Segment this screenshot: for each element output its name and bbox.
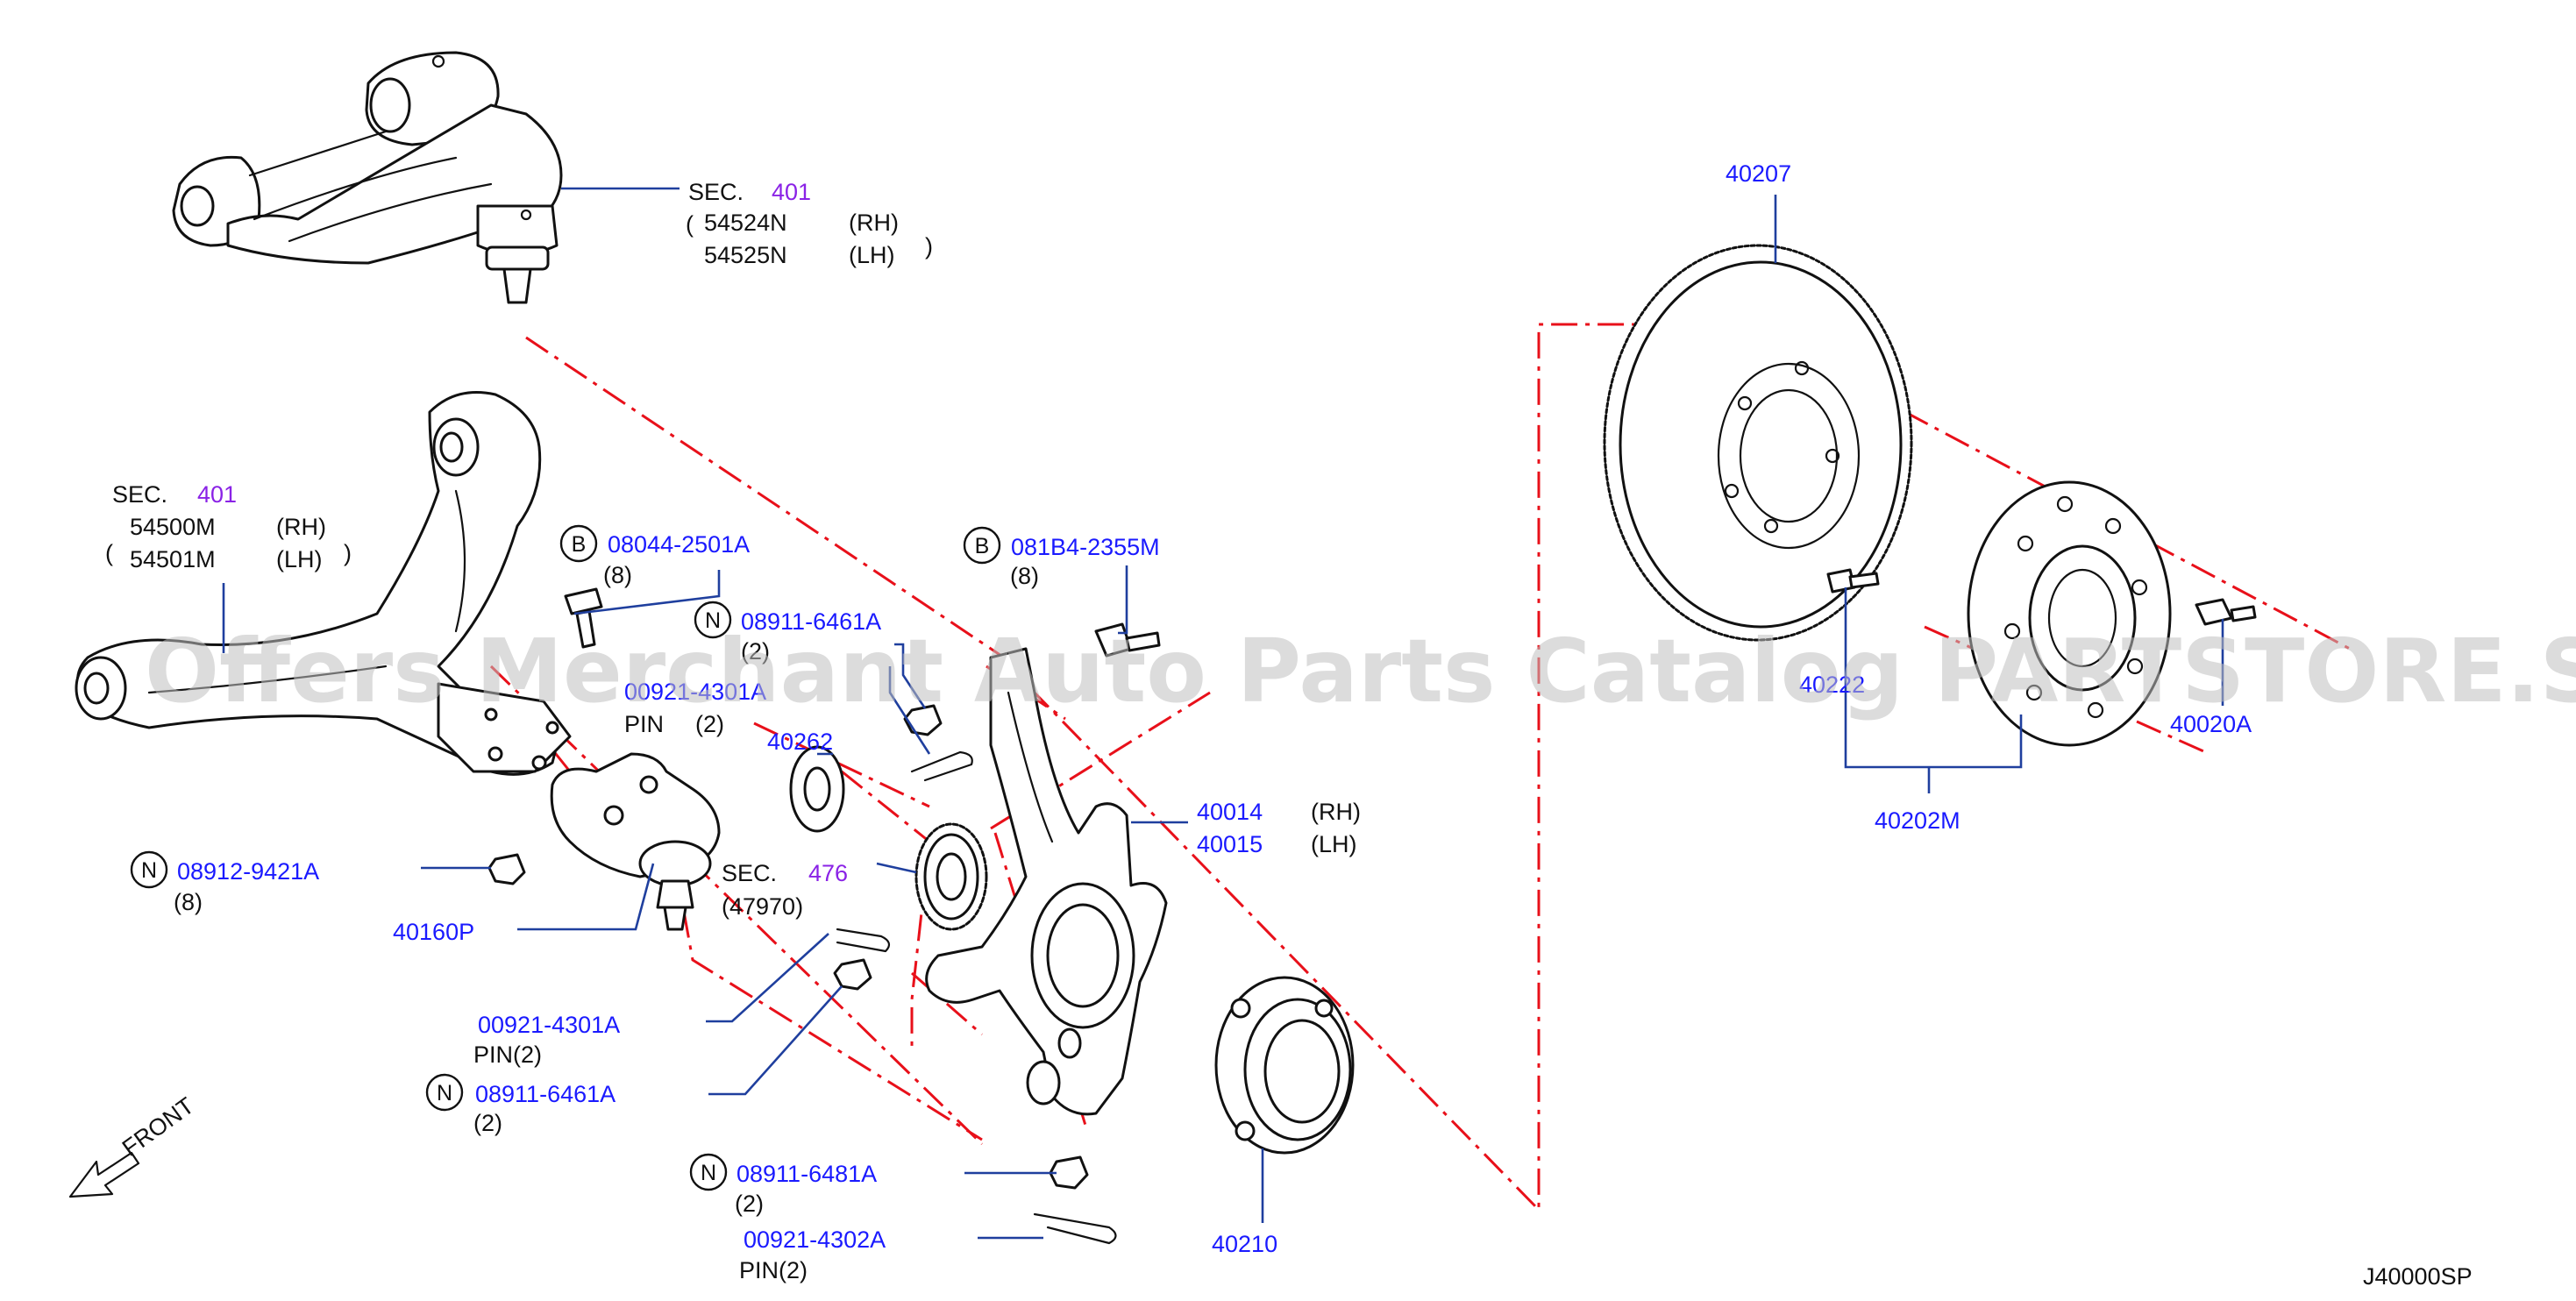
sec-upper-part-rh: 54524N: [704, 210, 787, 236]
badges: B N B N N N: [130, 524, 1001, 1191]
sec-lower-part-lh: 54501M: [130, 546, 216, 572]
knuckle-tag-rh: (RH): [1311, 799, 1361, 825]
bracket-open-lower: (: [105, 540, 113, 566]
qty-08911-upper: (2): [741, 638, 770, 665]
qty-08911-6481: (2): [735, 1191, 764, 1217]
sec-lower-ref[interactable]: 401: [197, 481, 237, 508]
steering-knuckle: [925, 647, 1168, 1116]
ball-joint: [550, 752, 721, 931]
qty-08912: (8): [174, 889, 203, 915]
part-40222[interactable]: 40222: [1799, 672, 1865, 698]
hub-bearing: [1214, 976, 1355, 1155]
sec-upper-part-lh: 54525N: [704, 242, 787, 268]
sec-upper-tag-lh: (LH): [849, 242, 895, 268]
knuckle-tag-lh: (LH): [1311, 831, 1357, 857]
svg-text:N: N: [437, 1081, 452, 1105]
wheel-hub: [1826, 480, 2257, 747]
part-40014[interactable]: 40014: [1197, 799, 1263, 825]
sec-lower-part-rh: 54500M: [130, 514, 216, 540]
front-label: FRONT: [117, 1092, 199, 1162]
sec-upper-ref[interactable]: 401: [772, 179, 811, 205]
sec-upper-tag-rh: (RH): [849, 210, 899, 236]
part-40262[interactable]: 40262: [767, 729, 833, 755]
badge-b-08044: B: [559, 524, 598, 563]
part-00921-4302a[interactable]: 00921-4302A: [744, 1226, 886, 1253]
badge-n-08911-upper: N: [694, 601, 732, 639]
svg-text:N: N: [141, 858, 157, 883]
svg-text:N: N: [705, 608, 721, 633]
sec-476-sub: (47970): [722, 893, 803, 920]
bracket-open-upper: (: [686, 211, 694, 238]
pin-lower-b-qty: PIN(2): [739, 1257, 808, 1283]
bracket-close-lower: ): [344, 540, 352, 566]
qty-08911-lower: (2): [473, 1110, 502, 1136]
svg-text:N: N: [701, 1161, 716, 1185]
brake-rotor: [1603, 244, 1913, 642]
badge-n-08912: N: [130, 850, 168, 889]
pin-lower-a-qty: PIN(2): [473, 1042, 542, 1068]
sec-476-prefix: SEC.: [722, 860, 777, 886]
svg-text:B: B: [975, 534, 990, 558]
pin-upper-label: PIN: [624, 711, 664, 737]
diagram-code: J40000SP: [2363, 1263, 2473, 1290]
upper-control-arm: [172, 51, 563, 304]
part-08911-6461a-upper[interactable]: 08911-6461A: [741, 608, 881, 635]
sec-476-ref[interactable]: 476: [808, 860, 848, 886]
leader-lines: [222, 187, 2224, 1240]
grease-seal: [789, 745, 845, 833]
part-40210[interactable]: 40210: [1212, 1231, 1277, 1257]
qty-pin-upper: (2): [695, 711, 724, 737]
part-08911-6461a-lower[interactable]: 08911-6461A: [475, 1081, 616, 1107]
part-40015[interactable]: 40015: [1197, 831, 1263, 857]
part-40160p[interactable]: 40160P: [393, 919, 474, 945]
svg-text:B: B: [572, 532, 587, 557]
sec-lower-tag-rh: (RH): [276, 514, 326, 540]
part-00921-4301a-lower[interactable]: 00921-4301A: [478, 1012, 620, 1038]
part-40207[interactable]: 40207: [1726, 160, 1791, 187]
part-08912-9421a[interactable]: 08912-9421A: [177, 858, 319, 885]
part-081b4-2355m[interactable]: 081B4-2355M: [1011, 534, 1160, 560]
qty-081b4: (8): [1010, 563, 1039, 589]
part-40202m[interactable]: 40202M: [1875, 807, 1960, 834]
part-08044-2501a[interactable]: 08044-2501A: [608, 531, 750, 558]
sec-lower-tag-lh: (LH): [276, 546, 323, 572]
bracket-close-upper: ): [925, 233, 933, 259]
sec-upper-prefix: SEC.: [688, 179, 744, 205]
watermark: Offers Merchant Auto Parts Catalog PARTS…: [145, 620, 2576, 722]
front-arrow: FRONT: [68, 1092, 199, 1198]
badge-n-08911-lower: N: [425, 1073, 464, 1112]
sec-lower-prefix: SEC.: [112, 481, 167, 508]
centerlines: [489, 323, 2351, 1213]
qty-08044: (8): [603, 562, 632, 588]
badge-n-08911-6481: N: [689, 1153, 728, 1191]
lower-control-arm: [75, 391, 572, 776]
sensor-ring: [914, 822, 988, 931]
part-08911-6481a[interactable]: 08911-6481A: [737, 1161, 877, 1187]
part-00921-4301a-upper[interactable]: 00921-4301A: [624, 679, 766, 705]
badge-b-081b4: B: [963, 526, 1001, 565]
part-40020a[interactable]: 40020A: [2170, 711, 2252, 737]
